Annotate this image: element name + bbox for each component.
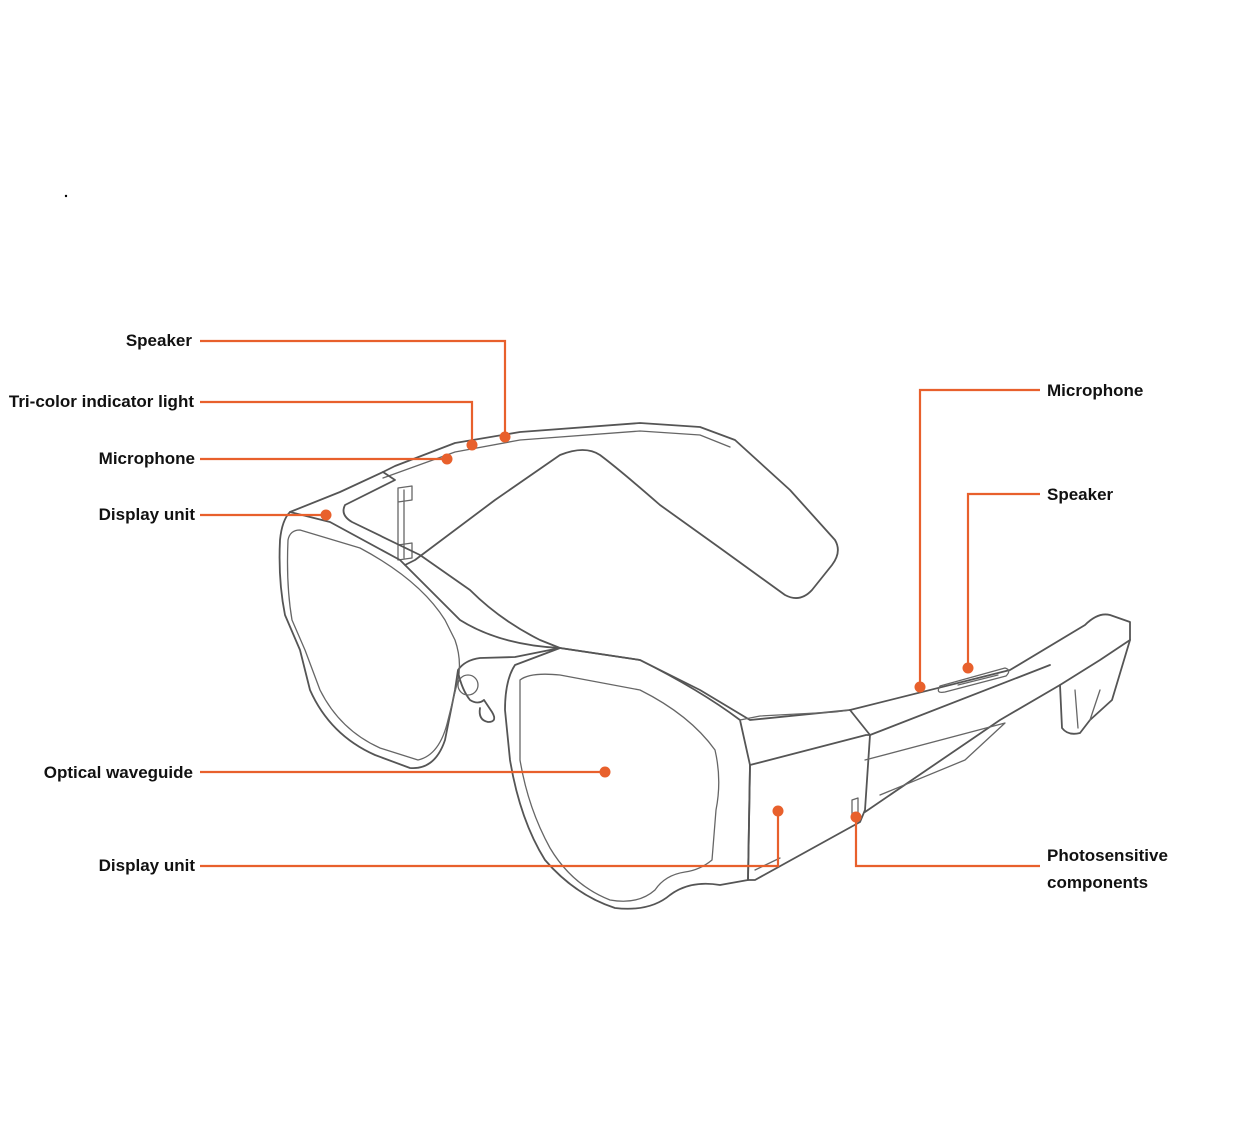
leader-left-speaker: [200, 339, 507, 437]
ear-tip: [1059, 639, 1131, 735]
near-arm-groove: [864, 722, 1006, 796]
ear-tip-inner: [1074, 689, 1101, 729]
label-left-display-unit-bottom: Display unit: [98, 856, 195, 875]
nose-pad: [457, 674, 479, 696]
dot-right-microphone: [914, 681, 926, 693]
far-temple-inner: [382, 430, 731, 479]
dot-right-speaker: [962, 662, 974, 674]
label-left-display-unit-top: Display unit: [98, 505, 195, 524]
label-optical-waveguide: Optical waveguide: [43, 763, 193, 782]
leader-right-microphone: [918, 388, 1040, 687]
label-left-tri-color-light: Tri-color indicator light: [8, 392, 194, 411]
right-hinge-block: [747, 734, 871, 881]
dot-left-microphone: [441, 453, 453, 465]
dot-left-speaker: [499, 431, 511, 443]
leader-lines: [200, 339, 1040, 868]
right-frame: [504, 647, 751, 910]
left-lens: [286, 529, 461, 761]
leader-photosensitive: [854, 817, 1040, 868]
label-right-speaker: Speaker: [1047, 485, 1114, 504]
dot-left-display-unit-bottom: [772, 805, 784, 817]
dot-optical-waveguide: [599, 766, 611, 778]
glasses-outline: [278, 422, 1131, 910]
label-right-microphone: Microphone: [1047, 381, 1144, 400]
stray-dot: [64, 194, 68, 198]
leader-right-speaker: [966, 492, 1040, 668]
label-left-microphone: Microphone: [98, 449, 195, 468]
dot-left-tri-color-light: [466, 439, 478, 451]
right-lens: [519, 673, 720, 902]
brow-line: [289, 511, 871, 736]
label-left-speaker: Speaker: [125, 331, 192, 350]
dot-left-display-unit-top: [320, 509, 332, 521]
dot-photosensitive: [850, 811, 862, 823]
callout-dots: [320, 431, 974, 823]
right-hinge-inner: [739, 709, 859, 871]
left-frame: [278, 471, 561, 769]
label-photosensitive-components: Photosensitive components: [1047, 846, 1168, 892]
leader-left-tri-color-light: [200, 400, 474, 445]
near-temple-arm: [849, 613, 1131, 813]
far-hinge: [397, 485, 413, 561]
far-temple-arm: [382, 422, 839, 599]
nose-bridge: [457, 671, 496, 723]
leader-left-display-unit-bottom: [200, 811, 780, 868]
near-speaker-slot: [937, 667, 1010, 694]
